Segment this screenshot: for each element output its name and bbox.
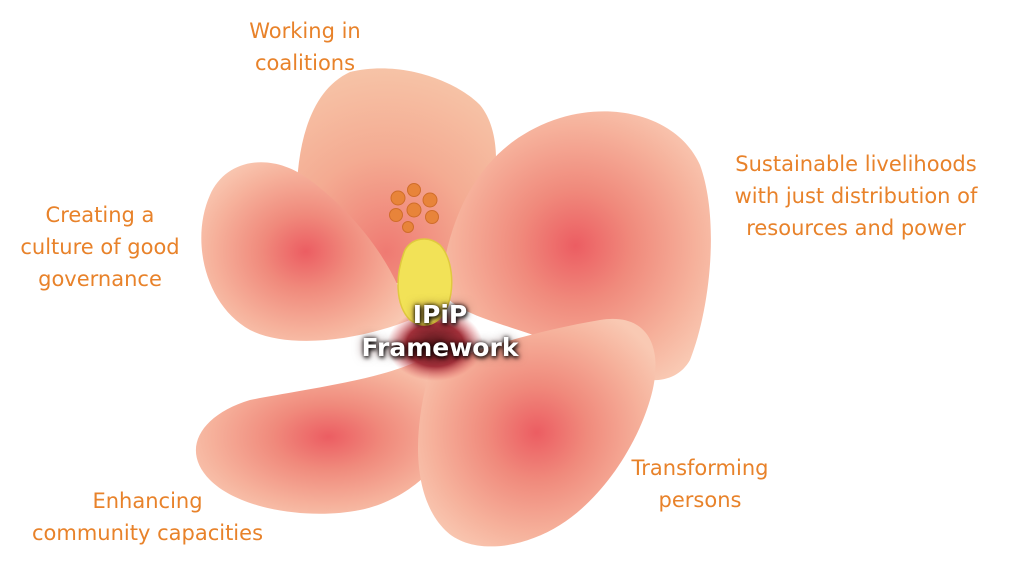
anthers [389,183,439,233]
label-line: Transforming [631,456,769,480]
label-line: governance [38,267,162,291]
label-line: with just distribution of [734,184,978,208]
label-line: Creating a [45,203,155,227]
center-title: IPiP Framework [340,298,540,364]
center-title-line: IPiP [412,300,468,329]
label-culture-of-good-governance: Creating a culture of good governance [0,199,200,295]
label-line: Working in [249,19,361,43]
label-line: Sustainable livelihoods [735,152,977,176]
label-line: resources and power [746,216,966,240]
label-line: coalitions [254,51,356,75]
petal-right [440,111,711,381]
stamen-column [397,238,453,326]
petal-left [201,162,410,341]
petal-bottom-left [195,360,461,514]
label-line: persons [658,488,742,512]
flower-center [387,309,483,381]
label-line: community capacities [31,521,264,545]
label-line: culture of good [20,235,180,259]
label-working-in-coalitions: Working in coalitions [235,15,375,79]
petal-bottom-right [418,318,656,547]
label-enhancing-community-capacities: Enhancing community capacities [10,485,285,549]
center-title-line: Framework [361,333,519,362]
label-line: Enhancing [92,489,203,513]
label-transforming-persons: Transforming persons [612,452,788,516]
label-sustainable-livelihoods: Sustainable livelihoods with just distri… [718,148,994,244]
